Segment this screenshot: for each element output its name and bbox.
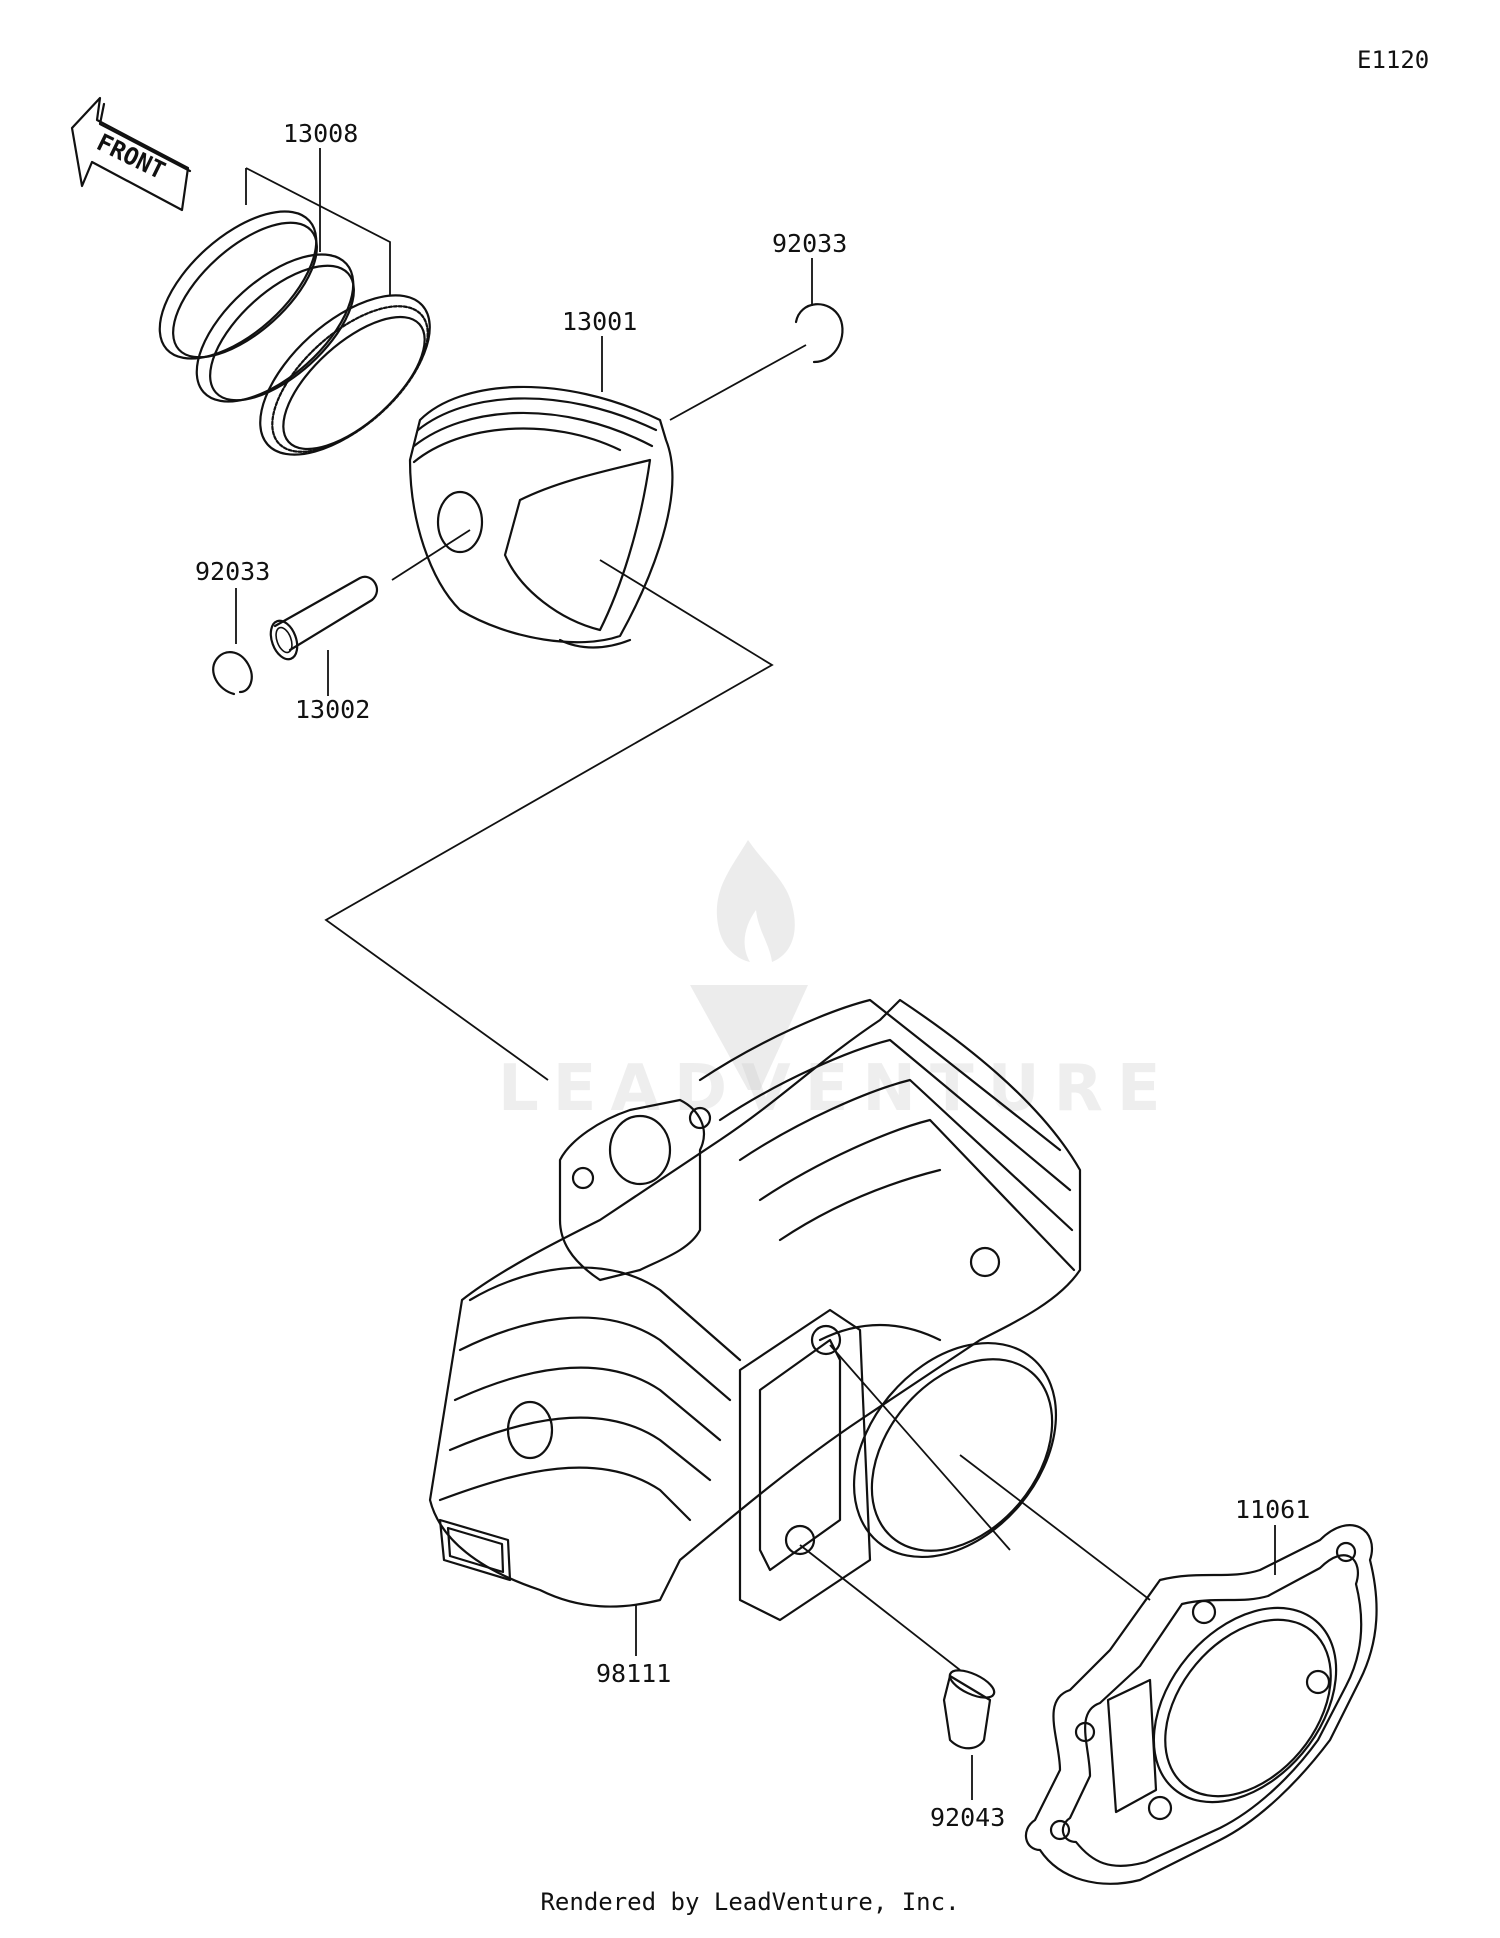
label-92033-right: 92033 — [772, 229, 847, 258]
label-13008: 13008 — [283, 119, 358, 148]
watermark-logo: LEADVENTURE — [498, 840, 1175, 1126]
label-13002: 13002 — [295, 695, 370, 724]
watermark-text: LEADVENTURE — [498, 1052, 1175, 1126]
piston-rings-drawing: 13008 — [158, 119, 431, 456]
alignment-line — [324, 559, 774, 1081]
label-98111: 98111 — [596, 1659, 671, 1688]
footer-credit: Rendered by LeadVenture, Inc. — [540, 1888, 960, 1916]
label-92033-left: 92033 — [195, 557, 270, 586]
label-13001: 13001 — [562, 307, 637, 336]
gasket-drawing: 11061 — [1024, 1495, 1378, 1885]
piston-pin-drawing: 13002 — [269, 529, 471, 724]
piston-drawing: 13001 — [408, 307, 674, 649]
front-arrow-icon: FRONT — [70, 96, 192, 212]
label-92043: 92043 — [930, 1803, 1005, 1832]
circlip-left-drawing: 92033 — [195, 557, 270, 696]
circlip-right-drawing: 92033 — [669, 229, 847, 421]
dowel-pin-drawing: 92043 — [930, 1669, 1005, 1832]
cylinder-drawing — [428, 998, 1151, 1671]
label-11061: 11061 — [1235, 1495, 1310, 1524]
diagram-code: E1120 — [1357, 46, 1429, 74]
